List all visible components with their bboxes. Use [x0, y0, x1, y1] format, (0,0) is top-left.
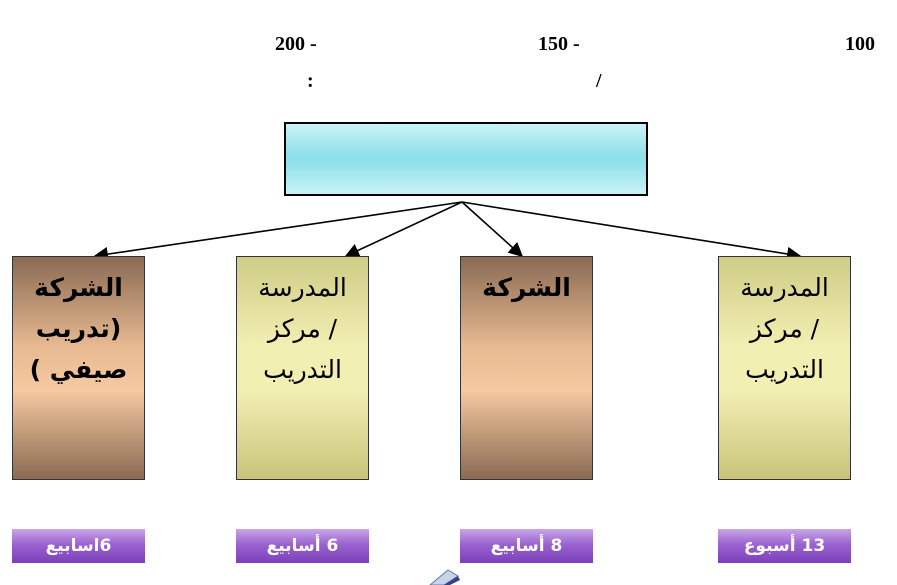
- card-line: الشركة: [482, 273, 571, 302]
- card-school-training-center-2: المدرسة / مركز التدريب: [718, 256, 851, 480]
- arrow-to-card-4: [461, 201, 802, 262]
- arrow-to-card-3: [461, 201, 524, 257]
- card-line: صيفي ): [29, 355, 128, 384]
- header-value-150: 150 -: [538, 33, 580, 55]
- duration-badge-13-weeks: 13 أسبوع: [718, 529, 851, 563]
- card-school-training-center: المدرسة / مركز التدريب: [236, 256, 369, 480]
- duration-badge-6-weeks: 6اسابيع: [12, 529, 145, 563]
- header-value-100: 100: [845, 33, 875, 55]
- header-colon: :: [307, 70, 314, 92]
- duration-badge-6-weeks-2: 6 أسابيع: [236, 529, 369, 563]
- card-line: المدرسة: [740, 273, 829, 302]
- card-company: الشركة: [460, 256, 593, 480]
- card-line: الشركة: [34, 273, 123, 302]
- arrow-to-card-1: [93, 201, 463, 262]
- header-slash: /: [596, 70, 602, 92]
- duration-badge-8-weeks: 8 أسابيع: [460, 529, 593, 563]
- arrow-to-card-2: [344, 201, 463, 258]
- card-company-summer-training: الشركة (تدريب صيفي ): [12, 256, 145, 480]
- card-line: التدريب: [263, 355, 342, 384]
- header-value-200: 200 -: [275, 33, 317, 55]
- card-line: المدرسة: [258, 273, 347, 302]
- card-line: (تدريب: [35, 314, 122, 343]
- card-line: / مركز: [749, 314, 820, 343]
- root-box: [284, 122, 648, 196]
- card-line: التدريب: [745, 355, 824, 384]
- card-line: / مركز: [267, 314, 338, 343]
- clipart-image: [429, 569, 460, 585]
